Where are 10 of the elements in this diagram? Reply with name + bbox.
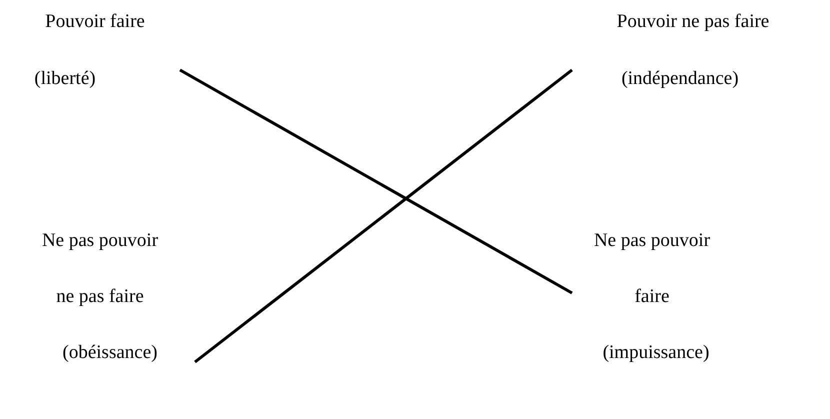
concept-label: Ne pas pouvoir ne pas faire: [40, 229, 160, 309]
connector-line: [179, 68, 573, 294]
concept-note: (obéissance): [62, 341, 158, 365]
connector-line: [194, 68, 573, 364]
concept-label: Ne pas pouvoir faire: [592, 229, 712, 309]
concept-note: (indépendance): [620, 67, 740, 91]
concept-label: Pouvoir faire: [44, 10, 146, 34]
concept-note: (liberté): [33, 67, 97, 91]
concept-note: (impuissance): [602, 341, 710, 365]
concept-label: Pouvoir ne pas faire: [616, 10, 770, 34]
